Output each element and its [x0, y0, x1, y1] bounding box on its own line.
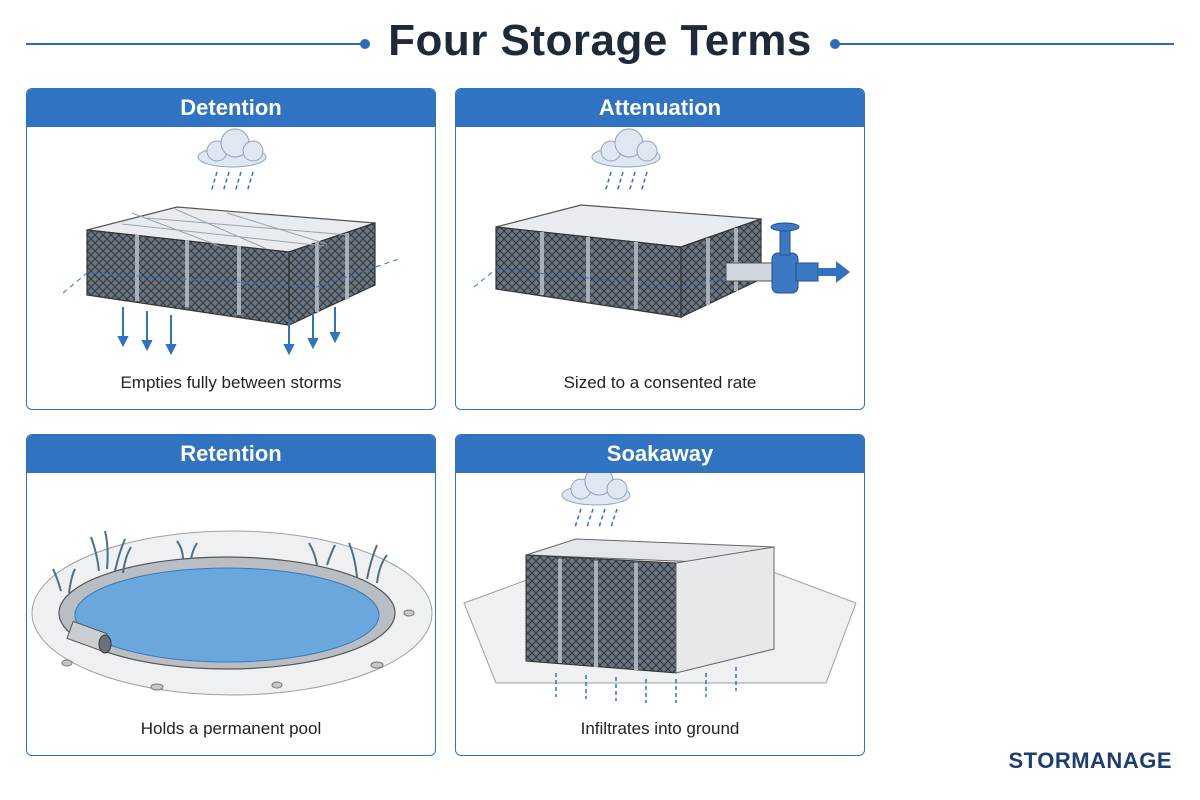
- pond-water: [74, 567, 380, 663]
- rain-icon: [604, 171, 648, 193]
- retention-illustration: [31, 530, 433, 696]
- title-dot-left: [360, 39, 370, 49]
- wrapped-crate: [525, 538, 775, 674]
- cloud-icon: [197, 128, 267, 168]
- card-caption: Infiltrates into ground: [580, 719, 740, 738]
- card-caption: Empties fully between storms: [120, 373, 342, 392]
- inlet-pipe-icon: [66, 620, 112, 654]
- soakaway-illustration: [463, 473, 857, 703]
- card-caption: Holds a permanent pool: [140, 719, 322, 738]
- cloud-icon: [591, 128, 661, 168]
- card-title: Detention: [27, 89, 435, 127]
- crate-block: [495, 204, 762, 318]
- infiltration-arrows: [117, 307, 341, 356]
- title-dot-right: [830, 39, 840, 49]
- cloud-icon: [561, 473, 631, 506]
- page-title: Four Storage Terms: [388, 16, 812, 65]
- card-detention: Detention: [26, 88, 436, 410]
- title-divider-right: [838, 43, 1174, 45]
- brand-logo: STORMANAGE: [1008, 748, 1172, 773]
- card-title: Retention: [27, 435, 435, 473]
- attenuation-illustration: [473, 128, 850, 318]
- rain-icon: [210, 171, 254, 193]
- card-title: Soakaway: [456, 435, 864, 473]
- rain-icon: [574, 508, 618, 528]
- card-retention: Retention Holds a permanent pool: [26, 434, 436, 756]
- detention-illustration: [62, 128, 400, 356]
- outflow-arrow-icon: [818, 261, 850, 283]
- outlet-valve-icon: [725, 222, 819, 294]
- crate-block: [86, 206, 376, 326]
- card-soakaway: Soakaway: [455, 434, 865, 756]
- stones: [61, 609, 415, 691]
- ground-outline: [62, 258, 400, 294]
- card-title: Attenuation: [456, 89, 864, 127]
- reeds-icon: [52, 530, 388, 594]
- card-caption: Sized to a consented rate: [563, 373, 757, 392]
- infiltration-arrows: [555, 667, 737, 703]
- title-divider-left: [26, 43, 366, 45]
- card-attenuation: Attenuation: [455, 88, 865, 410]
- title-row: Four Storage Terms: [0, 12, 1200, 76]
